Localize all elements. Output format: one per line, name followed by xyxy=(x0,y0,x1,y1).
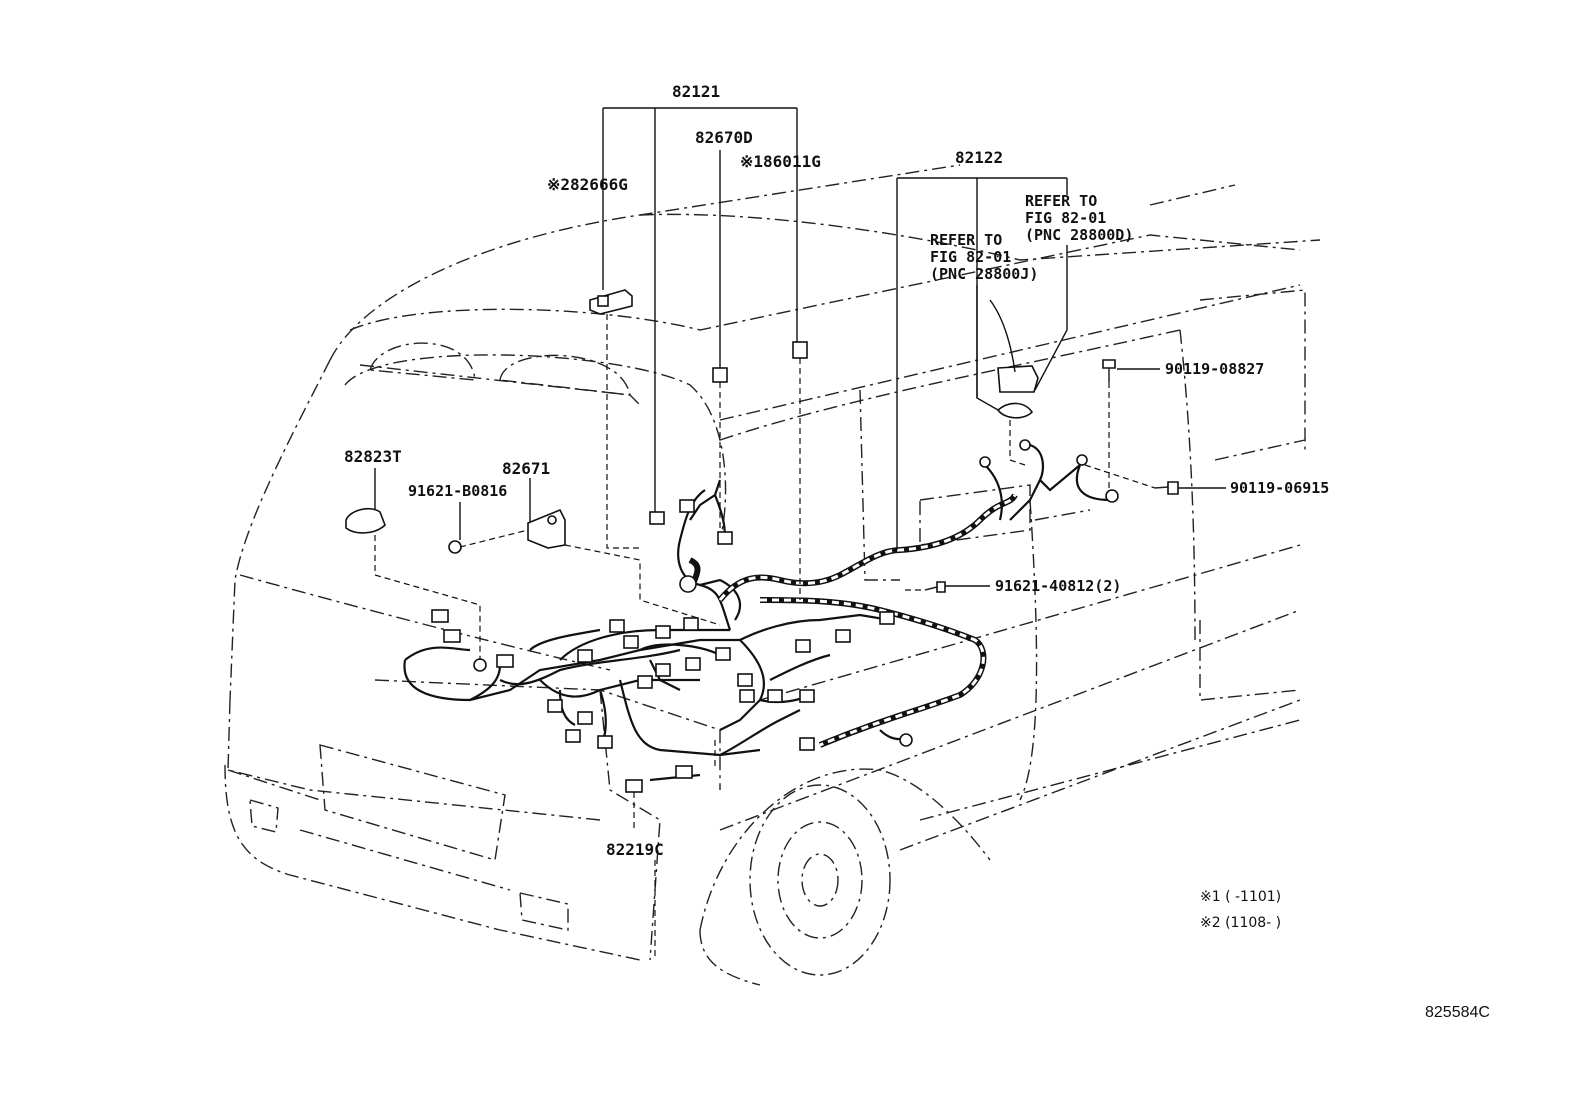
part-90119-06915-bolt xyxy=(1154,481,1179,495)
part-91621-40812-bolt xyxy=(924,581,946,593)
note-1: ※1 ( -1101) xyxy=(1200,889,1281,905)
date-notes: ※1 ( -1101) ※2 (1108- ) xyxy=(1200,889,1281,931)
reference-notes: REFER TO FIG 82-01 (PNC 28800D) REFER TO… xyxy=(930,192,1133,283)
label-82823T: 82823T xyxy=(344,447,402,466)
leader-lines xyxy=(374,107,1226,960)
part-labels: 82121 82670D ※186011G ※282666G 82122 828… xyxy=(344,82,1329,859)
label-82121: 82121 xyxy=(672,82,720,101)
label-91621-B0816: 91621-B0816 xyxy=(408,482,507,500)
ref-28800D-line2: FIG 82-01 xyxy=(1025,209,1106,227)
van-body-outline xyxy=(224,164,1321,986)
harness-connectors xyxy=(431,439,1119,793)
part-82666G-clamp xyxy=(589,289,633,315)
label-82122: 82122 xyxy=(955,148,1003,167)
figure-code: 825584C xyxy=(1425,1004,1490,1021)
label-82666G: ※282666G xyxy=(547,175,628,194)
ref-28800J-line3: (PNC 28800J) xyxy=(930,265,1038,283)
label-90119-08827: 90119-08827 xyxy=(1165,360,1264,378)
part-82670D-clip xyxy=(712,367,728,383)
label-86011G: ※186011G xyxy=(740,152,821,171)
note-2: ※2 (1108- ) xyxy=(1200,915,1281,931)
engine-wire-harness xyxy=(403,443,1111,782)
part-82122-holder xyxy=(996,365,1039,419)
label-82670D: 82670D xyxy=(695,128,753,147)
part-86011G-clip xyxy=(792,341,808,359)
part-90119-08827-bolt xyxy=(1102,359,1116,382)
part-82823T-cover xyxy=(345,508,386,534)
ref-28800J-line1: REFER TO xyxy=(930,231,1002,249)
label-82219C: 82219C xyxy=(606,840,664,859)
ref-28800J-line2: FIG 82-01 xyxy=(930,248,1011,266)
ref-28800D-line3: (PNC 28800D) xyxy=(1025,226,1133,244)
ref-28800D-line1: REFER TO xyxy=(1025,192,1097,210)
label-82671: 82671 xyxy=(502,459,550,478)
part-91621-B0816-nut xyxy=(448,540,462,554)
label-91621-40812: 91621-40812(2) xyxy=(995,577,1121,595)
label-90119-06915: 90119-06915 xyxy=(1230,479,1329,497)
part-82671-bracket xyxy=(527,508,566,549)
